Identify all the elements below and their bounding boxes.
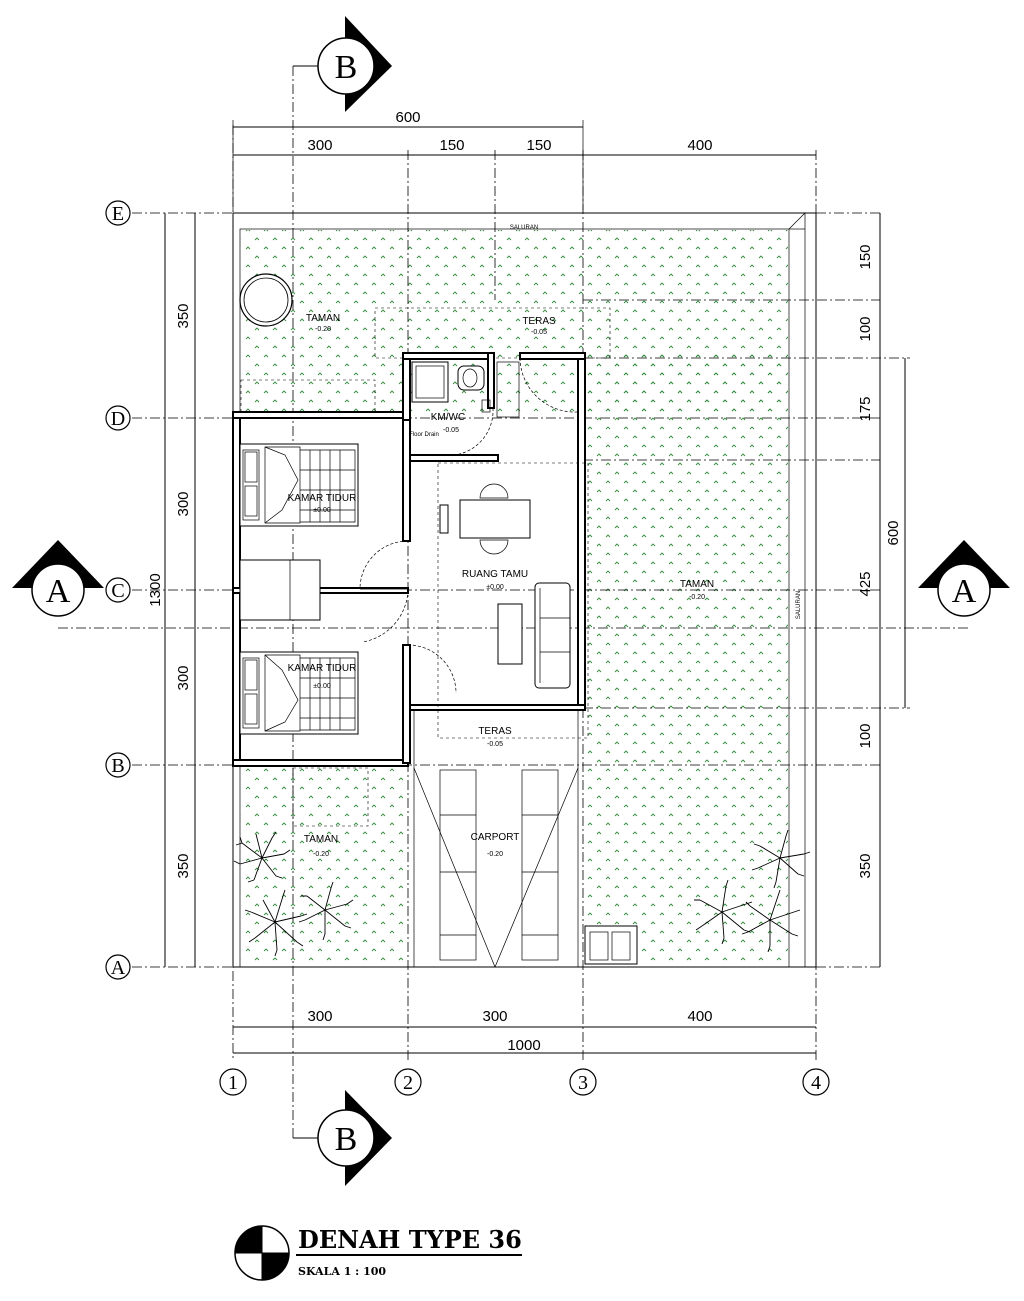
room-taman-east-level: -0.20 <box>689 594 705 601</box>
room-taman-east-name: TAMAN <box>680 579 714 590</box>
bed-1 <box>239 443 359 527</box>
dim-right-overall: 600 <box>885 520 902 545</box>
dim-top-2: 150 <box>439 137 464 154</box>
room-kamar-tidur-2-level: ±0.00 <box>313 683 331 690</box>
dim-bottom-1: 300 <box>307 1008 332 1025</box>
grid-col-1: 1 <box>228 1072 238 1094</box>
room-carport-name: CARPORT <box>471 832 520 843</box>
dim-top-1: 300 <box>307 137 332 154</box>
dim-right-4: 425 <box>857 571 874 596</box>
title-block: DENAH TYPE 36 SKALA 1 : 100 <box>234 1225 522 1281</box>
living-room-furniture <box>439 483 571 689</box>
dimensions-left: 1300 350 300 300 350 <box>147 213 196 967</box>
grid-col-4: 4 <box>811 1072 821 1094</box>
dim-right-6: 350 <box>857 853 874 878</box>
grid-bubbles-columns: 1 2 3 4 <box>219 1068 830 1096</box>
dim-left-2: 300 <box>175 491 192 516</box>
door-swings <box>359 357 579 694</box>
room-teras-bottom-name: TERAS <box>478 726 512 737</box>
round-planter <box>239 273 293 327</box>
bathroom-fixtures <box>411 361 520 418</box>
floor-drain-label: Floor Drain <box>409 432 439 438</box>
dim-left-3: 300 <box>175 665 192 690</box>
room-teras-top-level: -0.05 <box>531 329 547 336</box>
room-taman-nw-name: TAMAN <box>306 313 340 324</box>
grid-row-e: E <box>112 203 124 225</box>
room-kmwc-name: KM/WC <box>431 412 465 423</box>
grid-row-a: A <box>111 957 126 979</box>
channel-label-top: SALURAN <box>510 225 538 231</box>
section-b-bottom-label: B <box>335 1121 358 1158</box>
room-taman-sw-level: -0.20 <box>313 851 329 858</box>
room-kamar-tidur-2-name: KAMAR TIDUR <box>288 663 357 674</box>
dimensions-top: 600 300 150 150 400 <box>232 109 816 210</box>
dim-top-overall: 600 <box>395 109 420 126</box>
dim-right-3: 175 <box>857 396 874 421</box>
drawing-title: DENAH TYPE 36 <box>298 1225 522 1254</box>
section-a-right-label: A <box>952 573 977 610</box>
room-kamar-tidur-1-name: KAMAR TIDUR <box>288 493 357 504</box>
drawing-scale: SKALA 1 : 100 <box>298 1265 386 1278</box>
section-b-top-label: B <box>335 49 358 86</box>
dim-right-2: 100 <box>857 316 874 341</box>
grid-row-b: B <box>111 755 124 777</box>
grid-row-d: D <box>111 408 125 430</box>
dim-right-1: 150 <box>857 244 874 269</box>
grid-row-c: C <box>111 580 124 602</box>
room-taman-sw-name: TAMAN <box>304 834 338 845</box>
grid-bubbles-rows: E D C B A <box>105 200 131 980</box>
carport-area <box>413 710 638 968</box>
living-area-outline <box>437 462 589 739</box>
room-ruang-tamu-name: RUANG TAMU <box>462 569 528 580</box>
room-kmwc-level: -0.05 <box>443 427 459 434</box>
room-labels: TAMAN -0.20 TERAS -0.05 KM/WC -0.05 Floo… <box>288 313 714 858</box>
dim-bottom-overall: 1000 <box>507 1037 540 1054</box>
tree-symbols <box>233 829 811 957</box>
section-marker-b-bottom: B <box>317 1090 392 1186</box>
bed-2 <box>239 651 359 735</box>
room-teras-bottom-level: -0.05 <box>487 741 503 748</box>
wardrobe <box>239 559 321 621</box>
dim-left-1: 350 <box>175 303 192 328</box>
dim-right-5: 100 <box>857 723 874 748</box>
dim-top-3: 150 <box>526 137 551 154</box>
dimensions-bottom: 300 300 400 1000 <box>233 1008 816 1054</box>
dim-top-4: 400 <box>687 137 712 154</box>
room-teras-top-name: TERAS <box>522 316 556 327</box>
channel-label-right: SALURAN <box>796 591 802 619</box>
dim-left-4: 350 <box>175 853 192 878</box>
grid-axis-lines <box>132 125 910 1060</box>
room-carport-level: -0.20 <box>487 851 503 858</box>
room-kamar-tidur-1-level: ±0.00 <box>313 507 331 514</box>
section-marker-b-top: B <box>317 16 392 112</box>
room-ruang-tamu-level: ±0.00 <box>486 584 504 591</box>
dim-bottom-2: 300 <box>482 1008 507 1025</box>
dimensions-right: 150 100 175 425 100 350 600 <box>857 213 906 967</box>
section-marker-a-left: A <box>12 540 104 617</box>
room-taman-nw-level: -0.20 <box>315 326 331 333</box>
dim-left-overall: 1300 <box>147 573 164 606</box>
dim-bottom-3: 400 <box>687 1008 712 1025</box>
grid-col-2: 2 <box>403 1072 413 1094</box>
grid-col-3: 3 <box>578 1072 588 1094</box>
section-a-left-label: A <box>46 573 71 610</box>
section-marker-a-right: A <box>918 540 1010 617</box>
